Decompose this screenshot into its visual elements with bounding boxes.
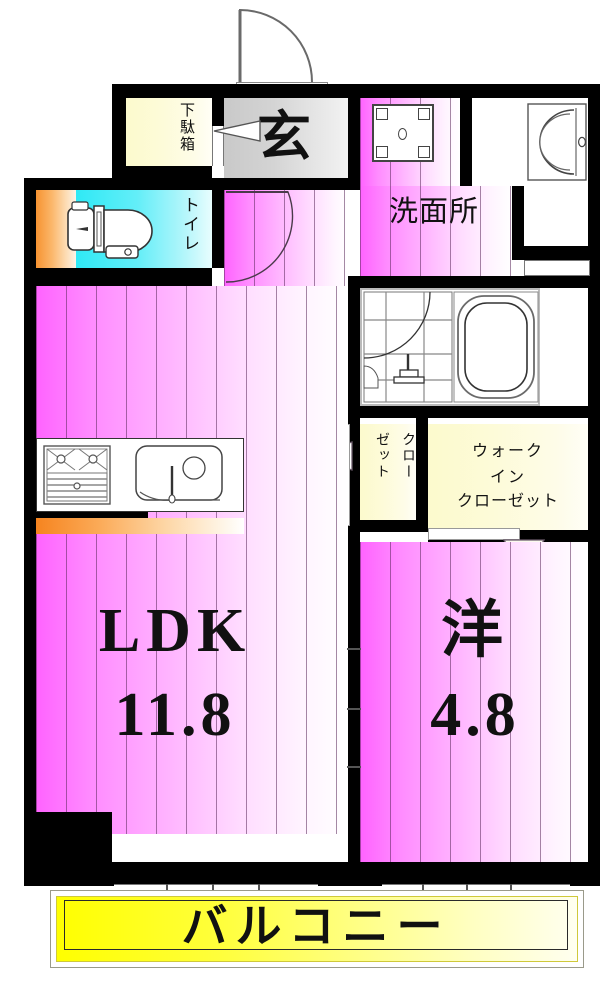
toilet-unit <box>67 201 153 259</box>
wall-top-right <box>460 84 600 98</box>
label-balcony: バルコニー <box>181 901 451 952</box>
partition-tick-2 <box>347 708 361 710</box>
wall-bath-bottom <box>348 406 600 418</box>
toilet-door <box>225 191 294 283</box>
wall-right-bath-top <box>512 276 600 288</box>
label-shoebox: 下駄箱 <box>178 102 194 153</box>
wall-bottom-shoebox <box>112 166 212 180</box>
label-wic-line2: イン <box>489 469 526 486</box>
vanity-sink <box>527 103 587 181</box>
wic-door-sill <box>428 528 520 540</box>
wall-toilet-bottom <box>24 268 212 286</box>
label-ldk-area: 11.8 <box>114 681 236 749</box>
label-wic-line3: クローゼット <box>456 493 559 510</box>
wall-bath-left <box>348 276 360 418</box>
wall-top-entrance <box>112 84 460 98</box>
label-entrance: 玄 <box>257 107 317 167</box>
label-ldk-name: LDK <box>98 597 252 665</box>
label-wic-line1: ウォーク <box>471 443 544 460</box>
wall-closet-bottom <box>348 520 428 532</box>
wall-ldk-left <box>24 286 36 834</box>
counter-front-band <box>36 518 244 534</box>
wall-closet-right <box>416 418 428 532</box>
label-western-name: 洋 <box>440 597 509 665</box>
bathtub <box>453 291 539 403</box>
entrance-step-arrow-icon <box>213 120 261 142</box>
wall-wic-right <box>588 418 600 542</box>
label-closet-col1: クロー <box>400 432 415 480</box>
vanity-cabinet-strip <box>524 260 590 276</box>
wall-toilet-right <box>212 190 224 268</box>
label-closet-col2: ゼット <box>374 432 389 480</box>
wall-toilet-top <box>24 178 360 190</box>
partition-tick-1 <box>347 648 361 650</box>
wall-right-upper <box>588 84 600 284</box>
washer-pan-corner-tl <box>376 108 388 120</box>
wall-western-bottom <box>348 862 600 886</box>
room-walk-in-closet <box>428 424 588 530</box>
washer-pan-corner-bl <box>376 146 388 158</box>
label-western-area: 4.8 <box>430 681 520 749</box>
wall-shoebox-entrance-upper <box>212 84 224 126</box>
gas-stove <box>43 445 111 505</box>
wall-left-shoebox <box>112 84 126 180</box>
washer-pan-corner-tr <box>418 108 430 120</box>
wall-washroom-right-lower <box>512 186 524 246</box>
counter-base-shadow <box>36 512 148 522</box>
room-western <box>360 542 588 862</box>
wall-western-right <box>588 542 600 886</box>
balcony-rail <box>64 900 568 950</box>
wall-toilet-left <box>24 178 36 286</box>
room-washroom-lower <box>360 186 512 286</box>
partition-tick-3 <box>347 766 361 768</box>
room-shoebox <box>126 98 212 166</box>
wall-ldk-bottom <box>24 862 348 886</box>
washer-pan-corner-br <box>418 146 430 158</box>
wall-washroom-right-step <box>460 98 472 186</box>
hallway-upper <box>224 190 348 286</box>
washer-pan-drain-icon <box>398 128 407 140</box>
wall-entrance-washroom <box>348 84 360 186</box>
room-entrance <box>224 98 348 186</box>
balcony-fill <box>56 896 578 962</box>
wall-under-vanity <box>512 246 600 260</box>
label-washroom: 洗面所 <box>388 196 479 228</box>
wall-bath-right <box>588 284 600 418</box>
room-closet <box>360 424 416 526</box>
front-door <box>238 8 313 83</box>
shower-area <box>363 291 453 403</box>
shoebox-door-gap <box>212 126 224 166</box>
room-ldk <box>36 286 348 834</box>
label-toilet: トイレ <box>180 196 199 253</box>
kitchen-sink <box>135 445 223 504</box>
wall-washroom-bottom <box>348 276 512 288</box>
